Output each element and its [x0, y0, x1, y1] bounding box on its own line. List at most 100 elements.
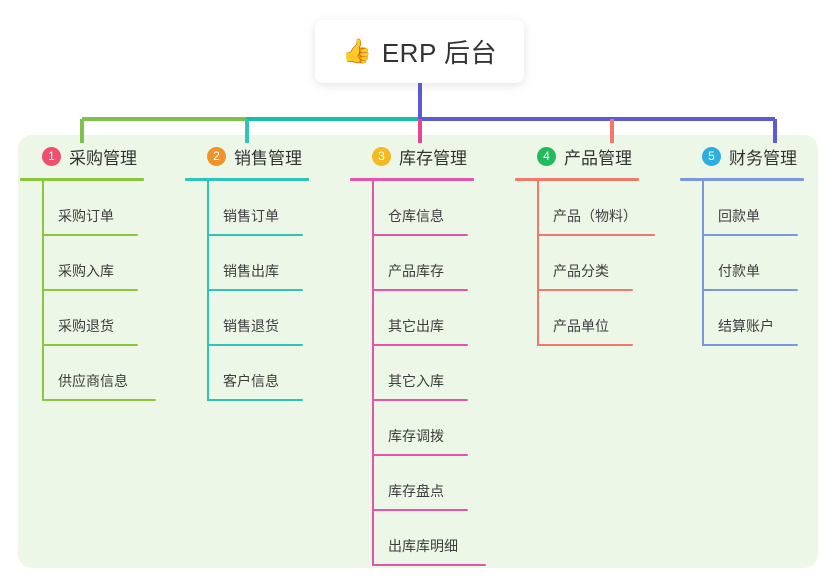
category-item-label: 仓库信息: [388, 208, 444, 224]
category-item[interactable]: 客户信息: [185, 346, 309, 401]
category-number-badge: 4: [537, 146, 556, 166]
root-node-card[interactable]: 👍 ERP 后台: [315, 20, 524, 83]
category-items: 销售订单销售出库销售退货客户信息: [185, 181, 309, 401]
category-item-underline: [372, 509, 468, 511]
category-item-underline: [372, 289, 468, 291]
category-spine: [207, 181, 209, 401]
category-item-underline: [207, 344, 303, 346]
category-item[interactable]: 采购订单: [20, 181, 144, 236]
category-column: 4 产品管理产品（物料） 产品分类产品单位: [515, 143, 655, 346]
category-item-label: 产品库存: [388, 263, 444, 279]
category-item-label: 供应商信息: [58, 373, 128, 389]
category-item-underline: [537, 289, 633, 291]
category-item-label: 采购订单: [58, 208, 114, 224]
thumbs-up-icon: 👍: [341, 37, 372, 65]
category-header[interactable]: 5 财务管理: [680, 143, 804, 169]
category-item-underline: [42, 399, 156, 401]
category-items: 回款单付款单结算账户: [680, 181, 804, 346]
category-item-label: 结算账户: [718, 318, 774, 334]
category-item-underline: [372, 399, 468, 401]
category-item-underline: [537, 234, 655, 236]
category-item[interactable]: 仓库信息: [350, 181, 474, 236]
category-item-underline: [372, 234, 468, 236]
category-underline: [515, 178, 639, 181]
category-item-label: 客户信息: [223, 373, 279, 389]
category-number-badge: 1: [42, 146, 61, 166]
category-title: 财务管理: [729, 148, 797, 168]
category-item-label: 产品分类: [553, 263, 609, 279]
category-item[interactable]: 产品单位: [515, 291, 639, 346]
category-item[interactable]: 付款单: [680, 236, 804, 291]
category-underline: [185, 178, 309, 181]
category-item-label: 库存盘点: [388, 483, 444, 499]
category-item-label: 其它入库: [388, 373, 444, 389]
category-item[interactable]: 销售订单: [185, 181, 309, 236]
category-spine: [537, 181, 539, 346]
category-item[interactable]: 供应商信息: [20, 346, 156, 401]
category-item[interactable]: 库存调拨: [350, 401, 474, 456]
category-item[interactable]: 销售出库: [185, 236, 309, 291]
category-item-underline: [537, 344, 633, 346]
category-item[interactable]: 回款单: [680, 181, 804, 236]
category-item-label: 销售出库: [223, 263, 279, 279]
category-item-underline: [702, 234, 798, 236]
category-column: 3 库存管理仓库信息产品库存其它出库其它入库库存调拨库存盘点出库库明细: [350, 143, 486, 566]
category-column: 2 销售管理销售订单销售出库销售退货客户信息: [185, 143, 309, 401]
category-item-label: 其它出库: [388, 318, 444, 334]
category-item-label: 出库库明细: [388, 538, 458, 554]
category-item-underline: [372, 454, 468, 456]
category-item[interactable]: 销售退货: [185, 291, 309, 346]
category-item-label: 销售订单: [223, 208, 279, 224]
category-title: 产品管理: [564, 148, 632, 168]
category-item[interactable]: 产品库存: [350, 236, 474, 291]
category-item-underline: [372, 564, 486, 566]
category-spine: [702, 181, 704, 346]
category-item[interactable]: 产品分类: [515, 236, 639, 291]
category-header[interactable]: 4 产品管理: [515, 143, 639, 169]
category-items: 产品（物料） 产品分类产品单位: [515, 181, 655, 346]
content-panel: [18, 135, 818, 568]
category-item-label: 采购入库: [58, 263, 114, 279]
category-number-badge: 5: [702, 146, 721, 166]
category-item-underline: [42, 344, 138, 346]
category-underline: [20, 178, 144, 181]
category-underline: [350, 178, 474, 181]
category-item[interactable]: 出库库明细: [350, 511, 486, 566]
category-item[interactable]: 产品（物料）: [515, 181, 655, 236]
category-item[interactable]: 采购退货: [20, 291, 144, 346]
category-underline: [680, 178, 804, 181]
category-items: 采购订单采购入库采购退货供应商信息: [20, 181, 156, 401]
category-title: 库存管理: [399, 148, 467, 168]
category-title: 销售管理: [234, 148, 302, 168]
category-item-underline: [207, 289, 303, 291]
category-item-underline: [42, 289, 138, 291]
category-item-label: 产品单位: [553, 318, 609, 334]
category-header[interactable]: 2 销售管理: [185, 143, 309, 169]
category-item-label: 付款单: [718, 263, 760, 279]
category-column: 1 采购管理采购订单采购入库采购退货供应商信息: [20, 143, 156, 401]
category-item[interactable]: 库存盘点: [350, 456, 474, 511]
category-header[interactable]: 1 采购管理: [20, 143, 144, 169]
category-title: 采购管理: [69, 148, 137, 168]
category-item-underline: [702, 289, 798, 291]
category-item-label: 回款单: [718, 208, 760, 224]
category-number-badge: 3: [372, 146, 391, 166]
category-item-label: 销售退货: [223, 318, 279, 334]
category-column: 5 财务管理回款单付款单结算账户: [680, 143, 804, 346]
root-node-title: ERP 后台: [381, 38, 498, 68]
category-item-underline: [702, 344, 798, 346]
category-items: 仓库信息产品库存其它出库其它入库库存调拨库存盘点出库库明细: [350, 181, 486, 566]
category-item-label: 产品（物料）: [553, 208, 637, 224]
category-item[interactable]: 其它出库: [350, 291, 474, 346]
category-item-label: 采购退货: [58, 318, 114, 334]
category-item-label: 库存调拨: [388, 428, 444, 444]
category-header[interactable]: 3 库存管理: [350, 143, 474, 169]
category-item[interactable]: 其它入库: [350, 346, 474, 401]
category-item[interactable]: 采购入库: [20, 236, 144, 291]
category-number-badge: 2: [207, 146, 226, 166]
category-spine: [42, 181, 44, 401]
category-item-underline: [207, 234, 303, 236]
category-item[interactable]: 结算账户: [680, 291, 804, 346]
category-item-underline: [207, 399, 303, 401]
